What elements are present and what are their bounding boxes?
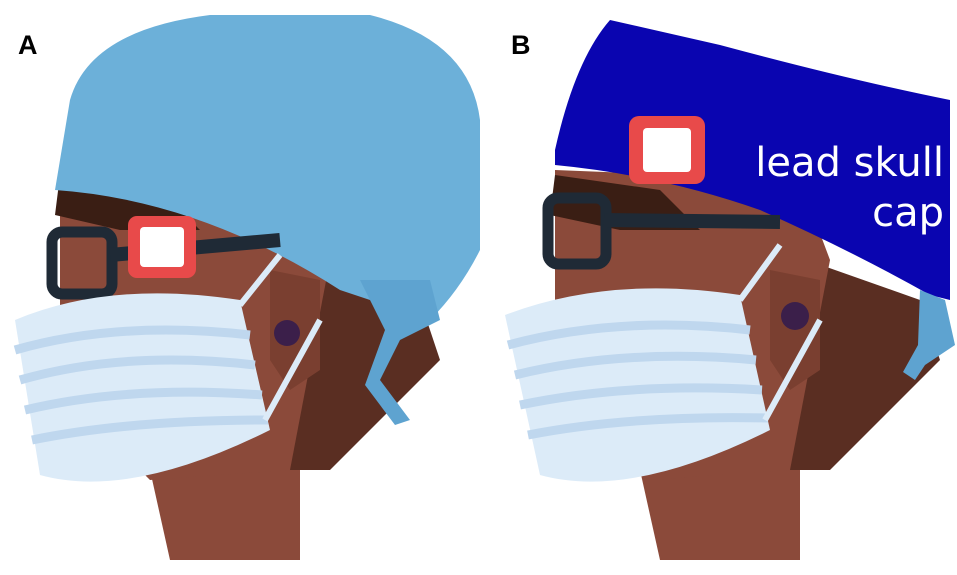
head-figure-b [505,20,955,560]
head-figure-a [15,15,480,560]
lead-skull-cap-label: lead skull cap [718,138,944,238]
cap-label-line2: cap [718,188,944,238]
earring-a [274,320,300,346]
cap-label-line1: lead skull [718,138,944,188]
earring-b [781,302,809,330]
